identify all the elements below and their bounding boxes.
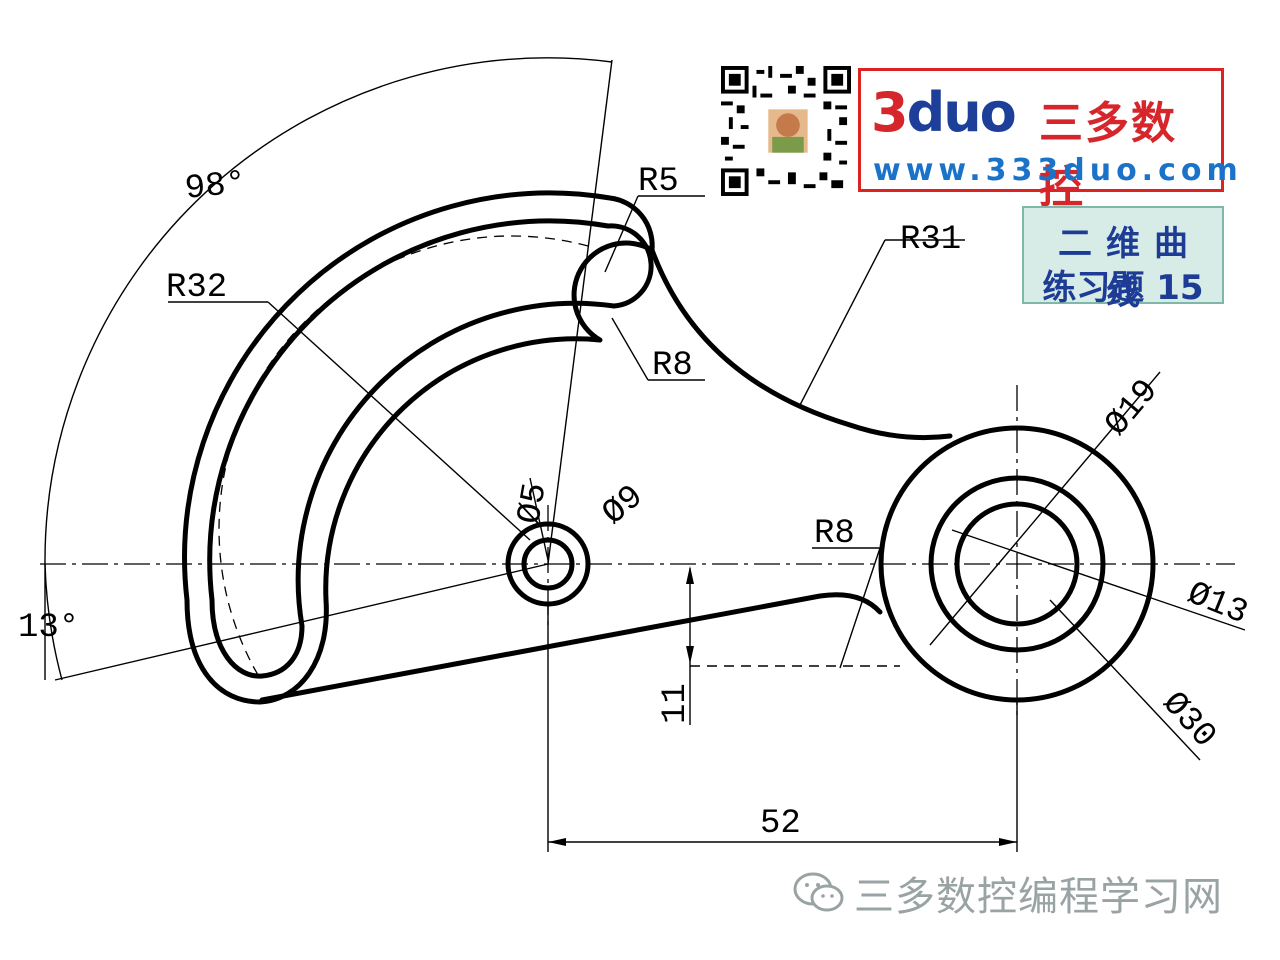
arc-slot — [182, 190, 655, 705]
dim-angle-98: 98° — [183, 165, 248, 209]
brand-logo[interactable]: 3duo 三多数控 www.333duo.com — [858, 68, 1238, 213]
brand-name: 三多数控 — [1039, 98, 1177, 213]
small-hole — [505, 521, 591, 607]
dim-r31: R31 — [900, 221, 961, 259]
dim-r8-bottom: R8 — [814, 515, 855, 553]
dim-d9: Ø9 — [596, 478, 652, 533]
brand-url[interactable]: www.333duo.com — [873, 153, 1243, 188]
leader-lines — [44, 57, 1246, 852]
dim-d13: Ø13 — [1182, 575, 1253, 633]
dim-len-52: 52 — [760, 805, 801, 843]
watermark-text: 三多数控编程学习网 — [854, 874, 1223, 920]
dim-r5: R5 — [638, 163, 679, 201]
dim-r8-top: R8 — [652, 347, 693, 385]
dim-d5: Ø5 — [511, 480, 556, 527]
dim-len-11: 11 — [657, 683, 695, 724]
watermark: 三多数控编程学习网 — [792, 870, 1223, 920]
dim-r32: R32 — [166, 269, 227, 307]
dim-d30: Ø30 — [1154, 685, 1223, 756]
qr-code-icon — [721, 66, 851, 196]
dim-angle-13: 13° — [18, 609, 79, 647]
exercise-title-box: 二维曲线 练习题 15 — [1022, 206, 1224, 313]
brand-logo-mark: 3duo — [871, 81, 1017, 144]
exercise-title-line1: 二维曲线 — [1058, 224, 1202, 313]
wechat-icon — [793, 872, 844, 912]
exercise-title-line2: 练习题 15 — [1042, 268, 1204, 308]
part-outline — [259, 247, 953, 703]
